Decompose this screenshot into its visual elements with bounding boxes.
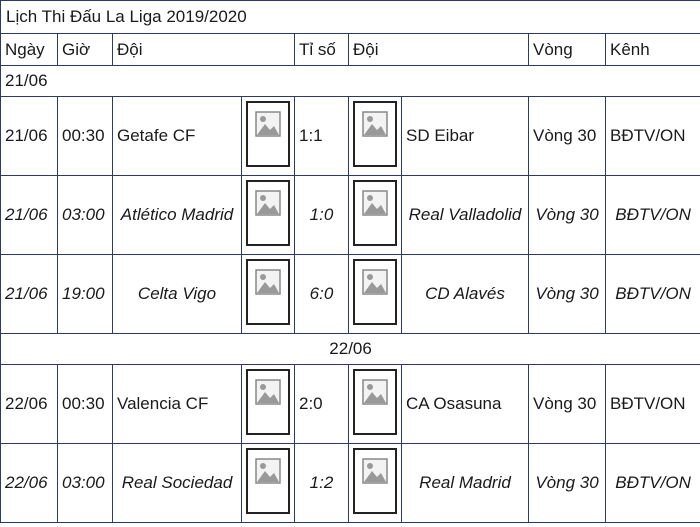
match-row: 21/06 00:30 Getafe CF 1:1 SD Eibar Vòng …: [0, 96, 700, 176]
image-placeholder-icon: [353, 100, 397, 167]
match-score: 1:2: [294, 443, 349, 523]
home-logo-cell: [241, 96, 295, 176]
match-channel: BĐTV/ON: [604, 96, 700, 176]
home-team: Valencia CF: [112, 364, 242, 444]
image-placeholder-icon: [353, 447, 397, 514]
match-round: Vòng 30: [528, 443, 606, 523]
image-placeholder-icon: [353, 368, 397, 435]
image-placeholder-icon: [246, 368, 290, 435]
image-placeholder-icon: [246, 100, 290, 167]
home-logo-cell: [241, 364, 295, 444]
match-channel: BĐTV/ON: [604, 364, 700, 444]
match-round: Vòng 30: [528, 364, 606, 444]
match-row: 21/06 03:00 Atlético Madrid 1:0 Real Val…: [0, 175, 700, 255]
away-team: CA Osasuna: [401, 364, 529, 444]
header-row: Ngày Giờ Đội Tỉ số Đội Vòng Kênh: [0, 33, 700, 66]
match-round: Vòng 30: [528, 175, 606, 255]
away-logo-cell: [348, 443, 402, 523]
image-placeholder-icon: [246, 258, 290, 325]
away-logo-cell: [348, 175, 402, 255]
away-team: SD Eibar: [401, 96, 529, 176]
match-date: 21/06: [0, 96, 58, 176]
home-logo-cell: [241, 443, 295, 523]
header-date: Ngày: [0, 33, 58, 66]
match-date: 22/06: [0, 364, 58, 444]
home-logo-cell: [241, 175, 295, 255]
match-time: 19:00: [57, 254, 113, 334]
match-date: 21/06: [0, 175, 58, 255]
match-time: 00:30: [57, 96, 113, 176]
date-group-row: 22/06: [0, 333, 700, 365]
match-row: 22/06 00:30 Valencia CF 2:0 CA Osasuna V…: [0, 364, 700, 444]
home-team: Getafe CF: [112, 96, 242, 176]
home-team: Atlético Madrid: [112, 175, 242, 255]
away-logo-cell: [348, 254, 402, 334]
home-team: Celta Vigo: [112, 254, 242, 334]
date-group-label: 22/06: [0, 333, 700, 365]
away-logo-cell: [348, 96, 402, 176]
match-channel: BĐTV/ON: [604, 254, 700, 334]
image-placeholder-icon: [353, 179, 397, 246]
image-placeholder-icon: [246, 179, 290, 246]
header-team-away: Đội: [348, 33, 529, 66]
match-score: 1:1: [294, 96, 349, 176]
match-row: 22/06 03:00 Real Sociedad 1:2 Real Madri…: [0, 443, 700, 523]
match-time: 03:00: [57, 443, 113, 523]
match-channel: BĐTV/ON: [604, 443, 700, 523]
away-team: CD Alavés: [401, 254, 529, 334]
match-date: 21/06: [0, 254, 58, 334]
schedule-title: Lịch Thi Đấu La Liga 2019/2020: [0, 0, 700, 34]
home-team: Real Sociedad: [112, 443, 242, 523]
match-score: 2:0: [294, 364, 349, 444]
match-score: 1:0: [294, 175, 349, 255]
match-round: Vòng 30: [528, 254, 606, 334]
image-placeholder-icon: [246, 447, 290, 514]
away-logo-cell: [348, 364, 402, 444]
header-round: Vòng: [528, 33, 606, 66]
home-logo-cell: [241, 254, 295, 334]
date-group-row: 21/06: [0, 65, 700, 97]
header-team-home: Đội: [112, 33, 295, 66]
header-channel: Kênh: [604, 33, 700, 66]
match-time: 00:30: [57, 364, 113, 444]
match-score: 6:0: [294, 254, 349, 334]
match-date: 22/06: [0, 443, 58, 523]
match-round: Vòng 30: [528, 96, 606, 176]
match-row: 21/06 19:00 Celta Vigo 6:0 CD Alavés Vòn…: [0, 254, 700, 334]
date-group-label: 21/06: [0, 65, 700, 97]
header-score: Tỉ số: [294, 33, 349, 66]
match-channel: BĐTV/ON: [604, 175, 700, 255]
image-placeholder-icon: [353, 258, 397, 325]
header-time: Giờ: [57, 33, 113, 66]
away-team: Real Valladolid: [401, 175, 529, 255]
away-team: Real Madrid: [401, 443, 529, 523]
match-time: 03:00: [57, 175, 113, 255]
